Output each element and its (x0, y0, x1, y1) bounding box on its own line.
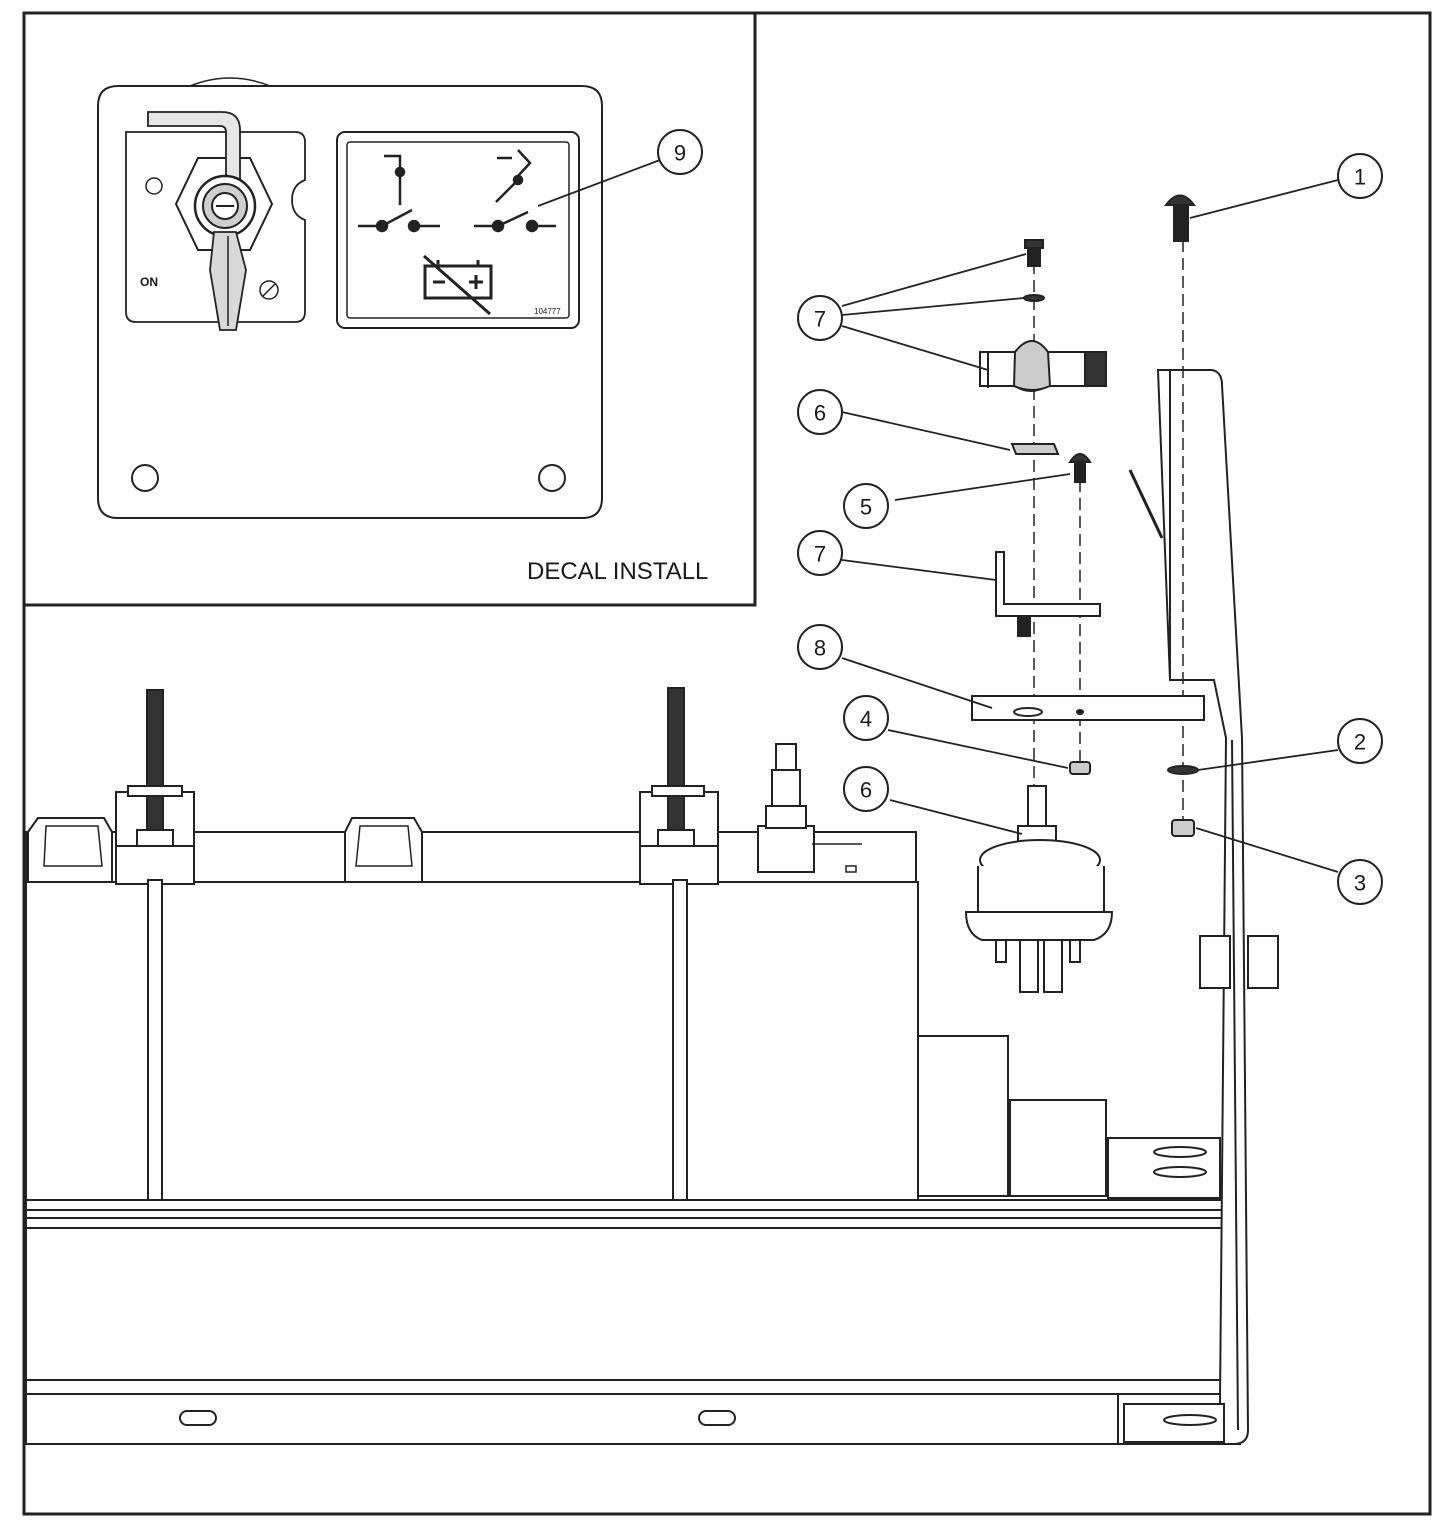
callout-number: 6 (860, 778, 872, 803)
tray-rail-upper (25, 1199, 1241, 1229)
leader-lines (537, 159, 1339, 873)
tray-slot-middle (698, 1410, 736, 1426)
callout-number: 7 (814, 542, 826, 567)
callout-number: 8 (814, 636, 826, 661)
terminal-fitting (757, 825, 815, 873)
plate-top-arc (189, 77, 271, 87)
switch-on-text: ON (140, 275, 158, 289)
screw-part-5 (1068, 453, 1092, 463)
controller-block (917, 1035, 1009, 1197)
screw-slot (262, 283, 276, 297)
tray-slot-left (179, 1410, 217, 1426)
callout-number: 7 (814, 307, 826, 332)
battery-tray-area (25, 687, 1241, 1445)
callout-1: 1 (1337, 153, 1383, 199)
plate-hole-left (131, 464, 159, 492)
decal-battery-crossed-icon (423, 254, 493, 316)
tray-rail-lower (25, 1379, 1241, 1445)
hold-down-rod-right (672, 879, 688, 1201)
callout-number: 9 (674, 141, 686, 166)
callout-5: 5 (843, 483, 889, 529)
nut-part-4 (1069, 761, 1091, 775)
bracket-part-7 (995, 551, 1101, 617)
battery-body (25, 881, 919, 1201)
callout-number: 6 (814, 401, 826, 426)
callout-7-bracket: 7 (797, 530, 843, 576)
exploded-parts (964, 194, 1205, 993)
callout-7-knob: 7 (797, 295, 843, 341)
nut-part-3 (1171, 819, 1195, 837)
plate-hole-right (538, 464, 566, 492)
decal-switch-open-symbol (474, 149, 556, 233)
hold-down-rod-left (147, 879, 163, 1201)
threaded-stud-left (146, 689, 164, 841)
callout-2: 2 (1337, 718, 1383, 764)
inset-label: DECAL INSTALL (527, 558, 708, 585)
decal-install-inset: ON (22, 11, 757, 607)
callout-4: 4 (843, 695, 889, 741)
battery-terminal-cap-left (27, 817, 113, 883)
washer-part-2 (1167, 765, 1199, 775)
callout-number: 2 (1354, 730, 1366, 755)
handle-screw (1024, 239, 1044, 249)
mounting-plate-part-8 (971, 695, 1205, 721)
callout-number: 3 (1354, 871, 1366, 896)
side-frame (917, 369, 1279, 1445)
decal-switch-closed-symbol (358, 154, 440, 233)
callout-6-spacer: 6 (797, 389, 843, 435)
screw-part-1 (1164, 194, 1196, 206)
callout-3: 3 (1337, 859, 1383, 905)
callout-8: 8 (797, 624, 843, 670)
threaded-stud-right (667, 687, 685, 839)
callout-6-switch: 6 (843, 766, 889, 812)
callout-number: 5 (860, 495, 872, 520)
spacer-part-6 (1010, 443, 1060, 455)
tray-front-panel (25, 1227, 1241, 1381)
decal-code-text: 104777 (534, 307, 561, 316)
switch-plate-hole (145, 177, 163, 195)
disconnect-switch-part-6 (964, 785, 1114, 993)
callout-number: 4 (860, 707, 872, 732)
callout-number: 1 (1354, 165, 1366, 190)
callout-9: 9 (657, 129, 703, 175)
handle-washer (1023, 294, 1045, 302)
